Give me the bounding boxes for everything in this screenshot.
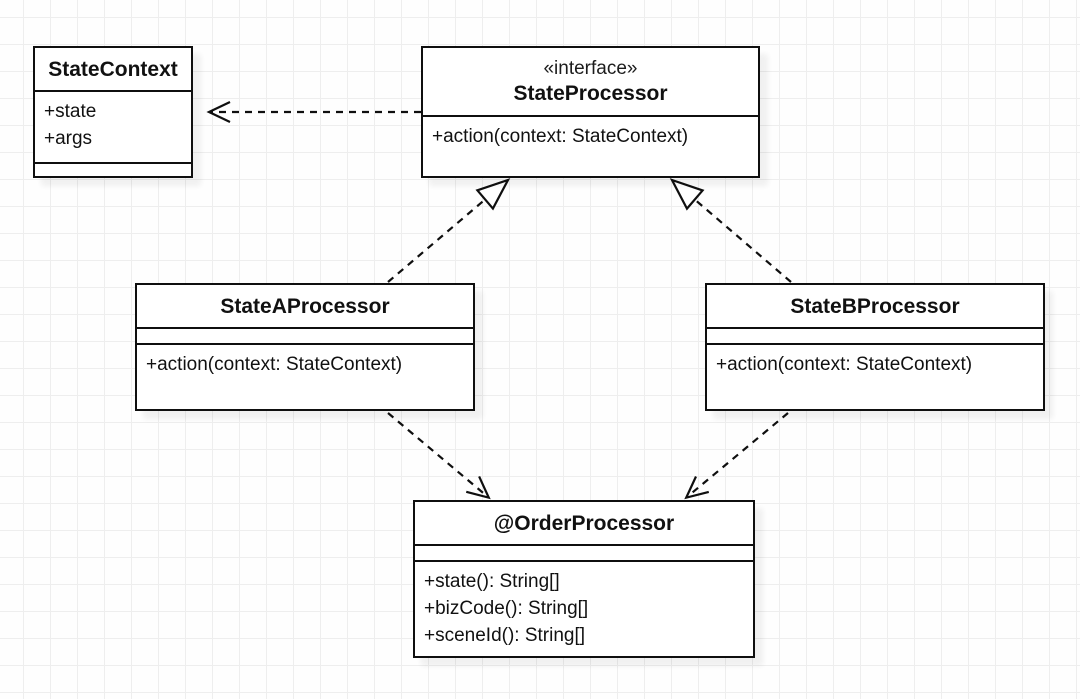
class-name-stateaprocessor: StateAProcessor — [137, 285, 473, 327]
class-name-label: StateContext — [48, 57, 178, 81]
method-action: +action(context: StateContext) — [432, 126, 689, 147]
attributes-compartment-empty — [707, 327, 1043, 343]
class-name-orderprocessor: @OrderProcessor — [415, 502, 753, 544]
methods-compartment: +state(): String[] +bizCode(): String[] … — [415, 560, 753, 656]
class-box-orderprocessor: @OrderProcessor +state(): String[] +bizC… — [413, 500, 755, 658]
class-box-statebprocessor: StateBProcessor +action(context: StateCo… — [705, 283, 1045, 411]
methods-compartment: +action(context: StateContext) — [137, 343, 473, 409]
class-name-label: StateAProcessor — [220, 294, 390, 318]
class-name-label: @OrderProcessor — [493, 511, 675, 535]
methods-compartment: +action(context: StateContext) — [423, 115, 758, 176]
interface-stereotype: «interface» — [543, 58, 638, 79]
methods-compartment: +action(context: StateContext) — [707, 343, 1043, 409]
class-box-stateprocessor: «interface» StateProcessor +action(conte… — [421, 46, 760, 178]
attributes-compartment-empty — [137, 327, 473, 343]
methods-compartment-empty — [35, 162, 191, 176]
attribute-args: +args — [44, 128, 93, 149]
class-name-label: StateProcessor — [513, 82, 668, 105]
attribute-state: +state — [44, 101, 97, 122]
class-name-statebprocessor: StateBProcessor — [707, 285, 1043, 327]
method-sceneid: +sceneId(): String[] — [424, 625, 586, 646]
realization-arrow-stateaprocessor-to-stateprocessor — [387, 178, 511, 283]
method-action: +action(context: StateContext) — [146, 354, 403, 375]
method-state: +state(): String[] — [424, 571, 560, 592]
class-box-stateaprocessor: StateAProcessor +action(context: StateCo… — [135, 283, 475, 411]
method-action: +action(context: StateContext) — [716, 354, 973, 375]
attributes-compartment-empty — [415, 544, 753, 560]
class-name-label: StateBProcessor — [790, 294, 960, 318]
attributes-compartment: +state +args — [35, 90, 191, 162]
method-bizcode: +bizCode(): String[] — [424, 598, 589, 619]
dependency-arrow-statebprocessor-to-orderprocessor — [684, 412, 789, 500]
class-box-statecontext: StateContext +state +args — [33, 46, 193, 178]
class-name-stateprocessor: «interface» StateProcessor — [423, 48, 758, 115]
realization-arrow-statebprocessor-to-stateprocessor — [669, 178, 792, 283]
class-name-statecontext: StateContext — [35, 48, 191, 90]
dependency-arrow-stateaprocessor-to-orderprocessor — [387, 412, 491, 500]
